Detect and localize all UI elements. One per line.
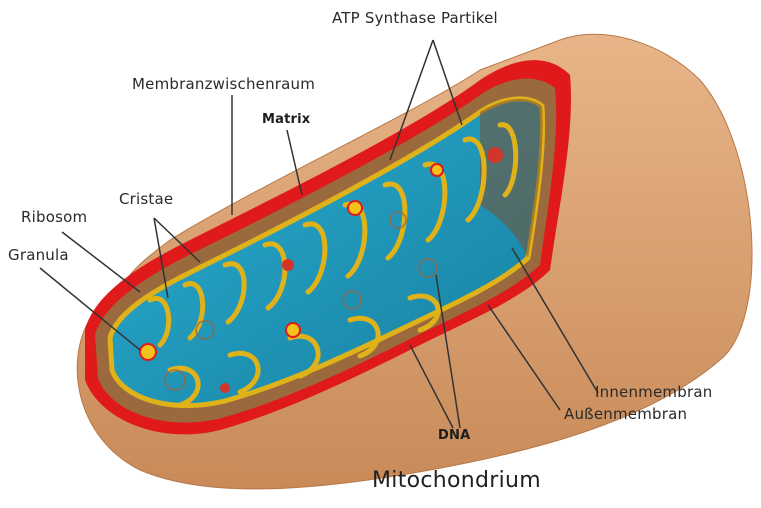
label-aussenmembran: Außenmembran (564, 405, 687, 423)
label-ribosom: Ribosom (21, 208, 87, 226)
label-cristae: Cristae (119, 190, 173, 208)
label-membranzwischenraum: Membranzwischenraum (132, 75, 315, 93)
label-matrix: Matrix (262, 112, 310, 127)
label-atp-synthase: ATP Synthase Partikel (332, 9, 498, 27)
diagram-title: Mitochondrium (372, 468, 541, 493)
label-granula: Granula (8, 246, 69, 264)
label-dna: DNA (438, 428, 470, 443)
label-innenmembran: Innenmembran (595, 383, 712, 401)
